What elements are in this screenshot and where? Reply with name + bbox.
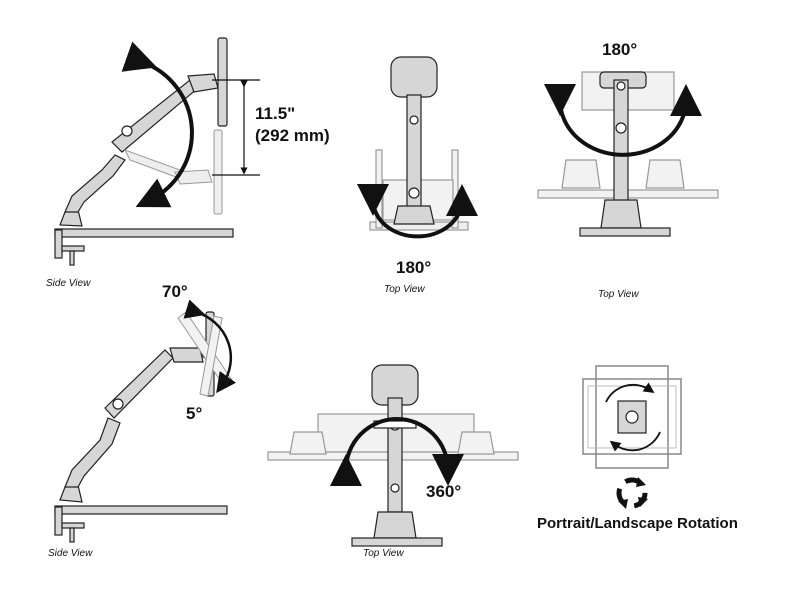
tilt-arc-arrow [183, 299, 236, 394]
arm-body [387, 397, 403, 513]
height-mm-label: (292 mm) [255, 126, 330, 145]
side-view-label-bottom: Side View [48, 548, 93, 559]
swivel-arm-arrow [356, 183, 478, 239]
tilt-figure [54, 311, 228, 543]
swivel-head-angle: 180° [602, 40, 638, 59]
monitor-top [390, 56, 438, 98]
top-view-label-3: Top View [363, 548, 404, 559]
pan-figure [267, 364, 519, 547]
top-view-label-2: Top View [598, 289, 639, 300]
pan-angle: 360° [426, 482, 462, 501]
swivel-arm-figure [369, 56, 469, 231]
desk-clamp [54, 229, 63, 259]
lower-arm [64, 417, 121, 488]
height-arc-arrow [121, 41, 194, 208]
pan-arrow [329, 417, 464, 487]
arm-body [613, 79, 629, 211]
lowered-arm-ghost [123, 129, 223, 215]
upper-arm [111, 79, 199, 153]
swivel-arm-angle: 180° [396, 258, 432, 277]
top-view-label-1: Top View [384, 284, 425, 295]
desk [54, 228, 234, 238]
desk [54, 505, 228, 515]
tilt-up-angle: 70° [162, 282, 188, 301]
side-view-label-top: Side View [46, 278, 91, 289]
rotation-figure [582, 365, 682, 469]
height-adjust-figure [54, 37, 234, 266]
rotation-icon [616, 477, 648, 509]
tilt-down-angle: 5° [186, 404, 203, 423]
height-in-label: 11.5" [255, 104, 296, 123]
height-dimension [212, 79, 260, 176]
lower-arm [64, 154, 126, 213]
monitor-landscape [582, 378, 682, 455]
rotation-caption: Portrait/Landscape Rotation [537, 515, 738, 532]
monitor-raised [217, 37, 228, 127]
monitor-portrait [595, 365, 669, 469]
swivel-head-arrow [543, 83, 702, 157]
